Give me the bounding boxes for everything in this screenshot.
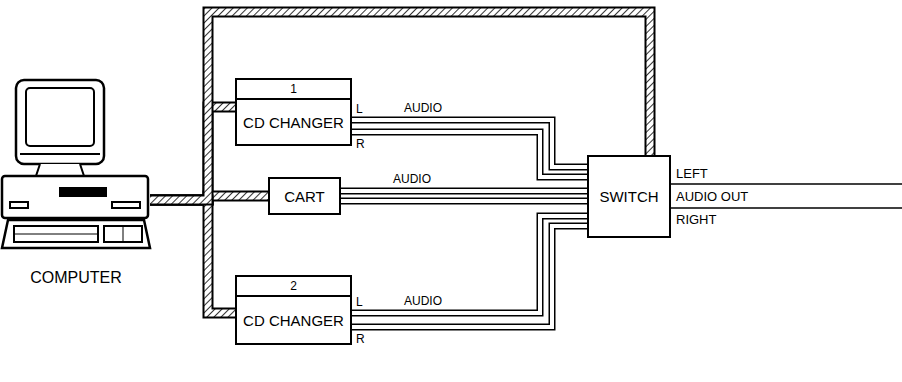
text-cell: 1 bbox=[237, 80, 350, 100]
text-cell: 2 bbox=[237, 277, 350, 297]
connector bbox=[150, 12, 650, 200]
audio-cable bbox=[352, 120, 587, 167]
audio-cable bbox=[341, 199, 587, 203]
audio-cable-outline bbox=[352, 226, 587, 327]
text-cell: COMPUTER bbox=[0, 266, 152, 290]
channel-label: R bbox=[356, 137, 365, 151]
audio-cable bbox=[352, 226, 587, 327]
control-bus-outline bbox=[150, 12, 650, 200]
box-label: SWITCH bbox=[599, 188, 658, 205]
control-bus bbox=[150, 107, 235, 200]
cart-box: CART bbox=[268, 177, 341, 215]
text-cell: CD CHANGER bbox=[237, 297, 350, 343]
channel-label: R bbox=[356, 332, 365, 346]
unit-number: 2 bbox=[290, 279, 297, 293]
connector bbox=[341, 191, 587, 201]
cd-changer-box: 2 CD CHANGER bbox=[235, 275, 352, 345]
box-label: COMPUTER bbox=[30, 269, 122, 287]
control-bus-outline bbox=[150, 107, 235, 200]
computer-node: COMPUTER bbox=[0, 78, 152, 290]
channel-label: L bbox=[356, 295, 363, 309]
control-bus bbox=[150, 12, 650, 200]
computer-illustration bbox=[0, 78, 152, 268]
connector bbox=[150, 107, 235, 200]
audio-out-lines bbox=[671, 184, 902, 208]
connector bbox=[352, 216, 587, 327]
connector bbox=[150, 200, 235, 313]
audio-cable-outline bbox=[341, 188, 587, 195]
box-label: CD CHANGER bbox=[243, 312, 344, 329]
output-channel: LEFT bbox=[676, 166, 708, 182]
output-channel: RIGHT bbox=[676, 212, 716, 228]
connector bbox=[352, 120, 587, 177]
audio-cable-outline bbox=[352, 120, 587, 167]
text-cell: CD CHANGER bbox=[237, 100, 350, 144]
control-bus bbox=[150, 200, 235, 313]
signal-label: AUDIO bbox=[402, 101, 444, 115]
audio-cable bbox=[352, 132, 587, 177]
box-label: CD CHANGER bbox=[243, 114, 344, 131]
switch-box: SWITCH bbox=[587, 155, 671, 238]
signal-label: AUDIO bbox=[402, 294, 444, 308]
channel-label: L bbox=[356, 102, 363, 116]
text-cell: SWITCH bbox=[589, 157, 669, 236]
output-name: AUDIO OUT bbox=[676, 189, 748, 205]
control-bus-outline bbox=[150, 200, 235, 313]
unit-number: 1 bbox=[290, 82, 297, 96]
audio-cable-outline bbox=[341, 198, 587, 205]
audio-cable-outline bbox=[352, 132, 587, 177]
signal-label: AUDIO bbox=[391, 172, 433, 186]
cd-changer-box: 1 CD CHANGER bbox=[235, 78, 352, 146]
box-label: CART bbox=[284, 188, 325, 205]
audio-cable bbox=[341, 189, 587, 193]
text-cell: CART bbox=[270, 179, 339, 213]
